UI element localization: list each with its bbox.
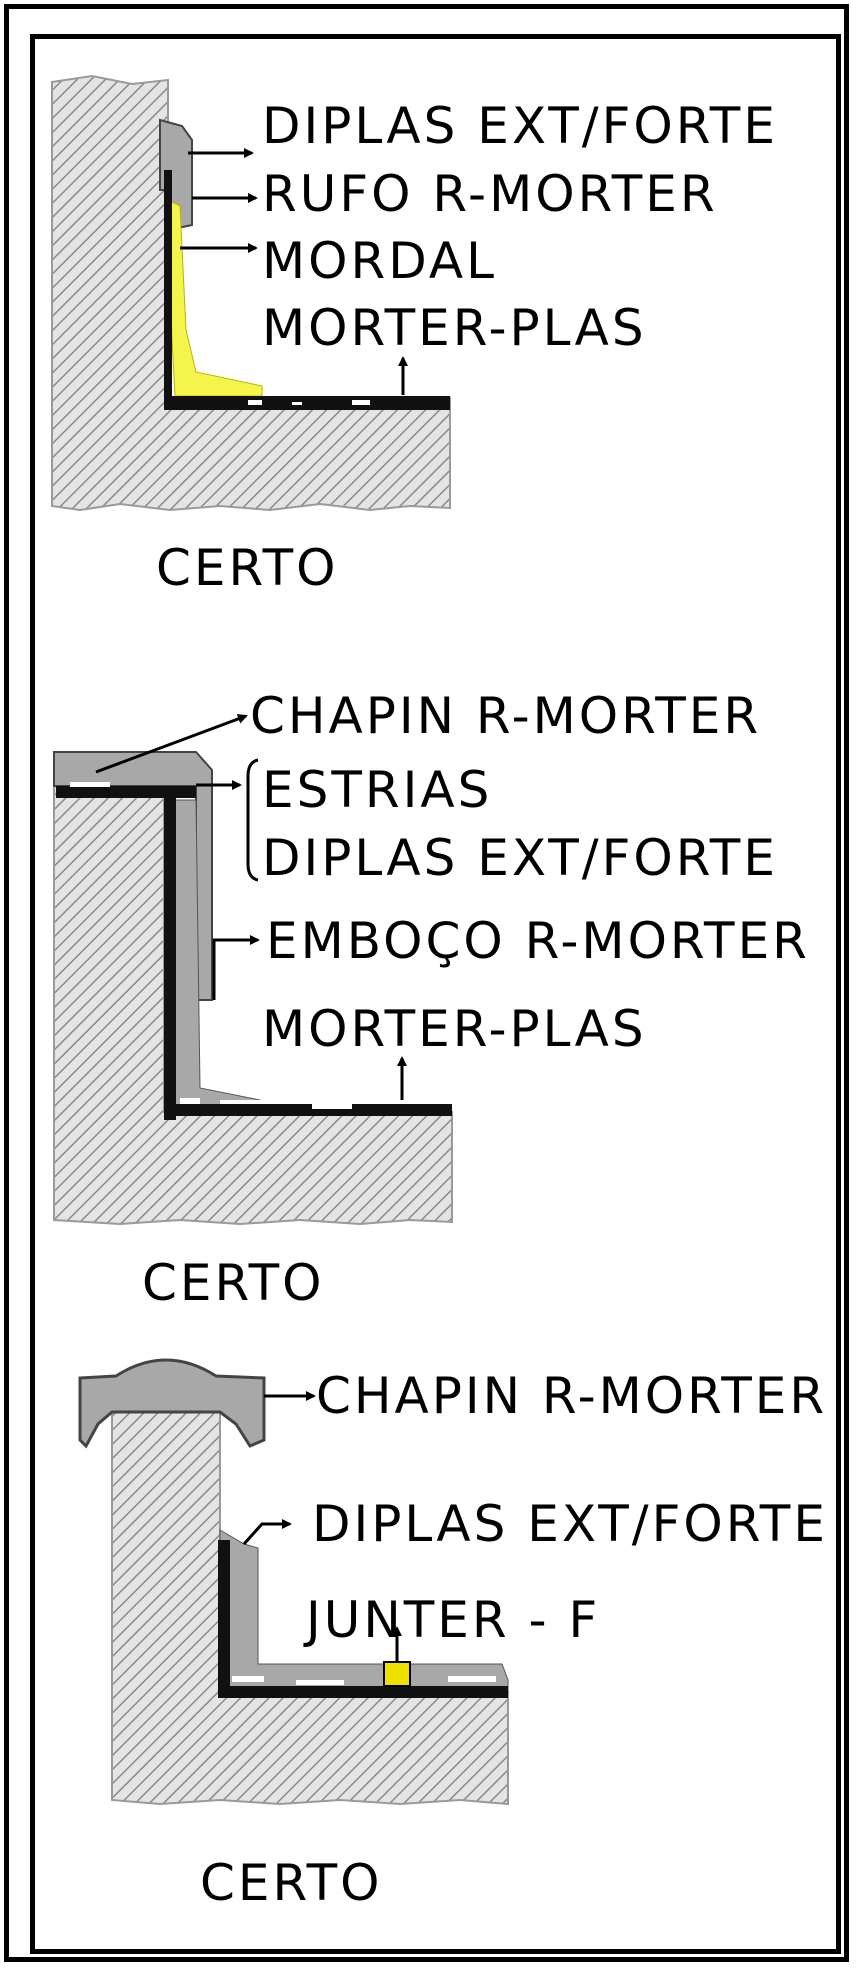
membrane-gap-b (352, 400, 370, 405)
junter-joint (383, 1661, 411, 1687)
label-morter-plas-2: MORTER-PLAS (262, 1000, 647, 1058)
label-morter-plas-1: MORTER-PLAS (262, 299, 647, 357)
inner-frame (30, 34, 841, 1954)
label-emboco: EMBOÇO R-MORTER (266, 912, 810, 970)
bracket-icon (246, 758, 259, 882)
label-chapin-3: CHAPIN R-MORTER (316, 1367, 827, 1425)
label-diplas-3: DIPLAS EXT/FORTE (312, 1495, 828, 1553)
membrane-gap-a (248, 400, 262, 405)
membrane-gap-e (180, 1098, 200, 1104)
membrane-gap-c (292, 402, 302, 405)
section-3: CHAPIN R-MORTER DIPLAS EXT/FORTE JUNTER … (78, 1358, 828, 1912)
wall-slab-2 (53, 757, 453, 1226)
membrane-top-2 (56, 786, 196, 798)
mordal-strip (167, 199, 263, 397)
section-1: DIPLAS EXT/FORTE RUFO R-MORTER MORDAL MO… (51, 74, 778, 597)
label-estrias: ESTRIAS (262, 761, 492, 819)
membrane-gap-i (296, 1680, 344, 1685)
caption-1: CERTO (156, 539, 339, 597)
label-mordal: MORDAL (262, 232, 497, 290)
caption-2: CERTO (142, 1254, 325, 1312)
membrane-gap-h (232, 1676, 264, 1682)
label-junter: JUNTER - F (303, 1591, 600, 1649)
arrow-right-icon (242, 1519, 292, 1546)
membrane-gap-f (220, 1100, 280, 1104)
arrow-right-icon (95, 714, 248, 774)
chapin-cap-3 (78, 1358, 266, 1449)
membrane-gap-g (312, 1104, 352, 1109)
membrane-vertical-1 (164, 170, 172, 402)
membrane-vertical-3 (218, 1540, 230, 1692)
membrane-horizontal-2 (164, 1104, 452, 1116)
membrane-horizontal-1 (164, 396, 450, 410)
label-rufo: RUFO R-MORTER (262, 165, 718, 223)
membrane-gap-j (448, 1676, 496, 1682)
arrow-right-icon (212, 935, 260, 1000)
membrane-vertical-2 (164, 790, 176, 1120)
section-2: CHAPIN R-MORTER ESTRIAS DIPLAS EXT/FORTE… (53, 687, 810, 1312)
caption-3: CERTO (200, 1854, 383, 1912)
membrane-gap-d (70, 782, 110, 787)
label-chapin-2: CHAPIN R-MORTER (250, 687, 761, 745)
label-diplas-2: DIPLAS EXT/FORTE (262, 829, 778, 887)
membrane-horizontal-3 (218, 1686, 508, 1698)
label-diplas-1: DIPLAS EXT/FORTE (262, 97, 778, 155)
